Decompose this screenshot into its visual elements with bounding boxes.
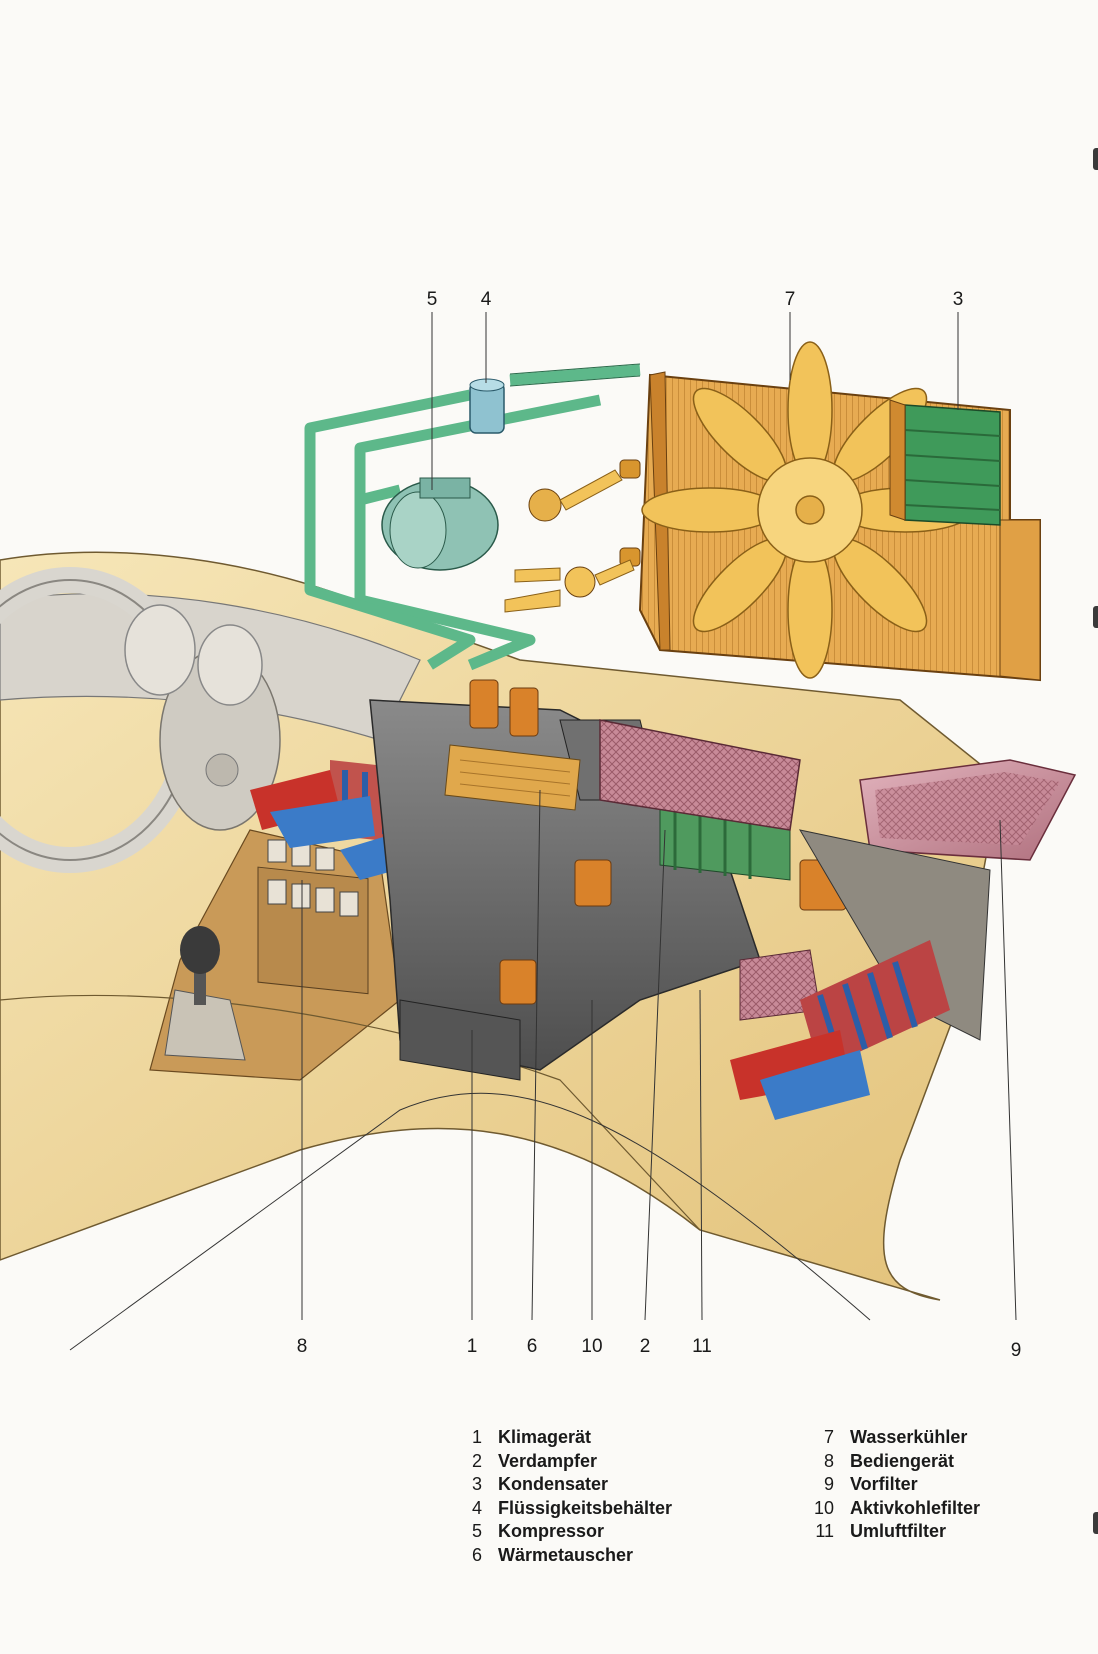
legend-label: Wärmetauscher — [498, 1544, 634, 1565]
activated-carbon-filter — [599, 719, 801, 831]
condenser — [889, 399, 1001, 526]
refrigerant-lines — [304, 364, 641, 671]
legend-label: Kompressor — [498, 1521, 605, 1541]
legend-label: Flüssigkeitsbehälter — [498, 1497, 673, 1518]
heat-exchanger — [444, 744, 581, 811]
refrigerant-line-outline — [509, 363, 641, 387]
legend-label: Bediengerät — [850, 1450, 955, 1471]
control-panel — [257, 839, 369, 995]
page-edge-mark — [1093, 606, 1098, 628]
legend-label: Verdampfer — [498, 1450, 598, 1471]
callout-2: 2 — [640, 1336, 651, 1357]
legend-number: 8 — [823, 1450, 834, 1471]
legend-item: 6 Wärmetauscher — [448, 1544, 672, 1568]
callout-10: 10 — [581, 1336, 602, 1357]
legend-item: 3 Kondensater — [448, 1473, 672, 1497]
page-edge-mark — [1093, 1512, 1098, 1534]
legend-item: 10 Aktivkohlefilter — [790, 1497, 980, 1521]
legend-number: 11 — [815, 1521, 834, 1541]
receiver-drier — [469, 378, 505, 434]
legend-number: 3 — [471, 1474, 482, 1494]
legend-number: 6 — [471, 1544, 482, 1565]
legend-number: 5 — [471, 1521, 482, 1541]
legend-item: 8 Bediengerät — [790, 1450, 980, 1474]
legend-item: 2 Verdampfer — [448, 1450, 672, 1474]
coolant-flow — [504, 469, 635, 613]
instrument-cluster — [124, 604, 263, 787]
legend-item: 7 Wasserkühler — [790, 1426, 980, 1450]
legend-left: 1 Klimagerät 2 Verdampfer 3 Kondensater 4 Fl… — [448, 1426, 672, 1567]
callout-1: 1 — [467, 1336, 478, 1357]
right-air-vents — [730, 940, 950, 1120]
legend-number: 2 — [471, 1450, 482, 1471]
fan — [641, 341, 974, 679]
page-edge-mark — [1093, 148, 1098, 170]
legend-item: 5 Kompressor — [448, 1520, 672, 1544]
legend-item: 1 Klimagerät — [448, 1426, 672, 1450]
legend-number: 9 — [823, 1474, 834, 1494]
legend-number: 1 — [471, 1427, 482, 1447]
leader-lines — [301, 312, 1017, 1321]
legend-item: 9 Vorfilter — [790, 1473, 980, 1497]
callout-3: 3 — [953, 289, 964, 310]
legend-number: 7 — [823, 1427, 834, 1447]
callout-5: 5 — [427, 289, 438, 310]
callout-11: 11 — [692, 1336, 712, 1357]
callout-9: 9 — [1011, 1340, 1022, 1361]
legend-number: 10 — [813, 1497, 834, 1518]
legend-right: 7 Wasserkühler 8 Bediengerät 9 Vorfilter 10… — [790, 1426, 980, 1544]
callout-7: 7 — [785, 289, 796, 310]
callout-8: 8 — [297, 1336, 308, 1357]
callout-6: 6 — [527, 1336, 538, 1357]
legend-label: Aktivkohlefilter — [850, 1497, 981, 1518]
legend-label: Vorfilter — [850, 1474, 918, 1494]
legend-item: 11 Umluftfilter — [790, 1520, 980, 1544]
legend-item: 4 Flüssigkeitsbehälter — [448, 1497, 672, 1521]
legend-label: Wasserkühler — [850, 1427, 968, 1447]
legend-label: Klimagerät — [498, 1427, 592, 1447]
legend-label: Umluftfilter — [850, 1521, 946, 1541]
legend-label: Kondensater — [498, 1474, 609, 1494]
legend-number: 4 — [471, 1497, 482, 1518]
compressor — [381, 477, 499, 571]
gear-shift — [164, 926, 246, 1061]
callout-4: 4 — [481, 289, 492, 310]
